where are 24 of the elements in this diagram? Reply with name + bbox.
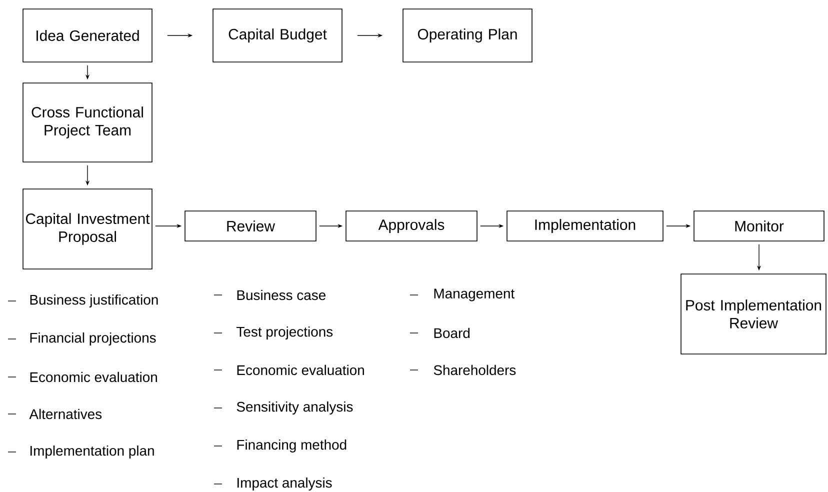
list-item: Economic evaluation [237, 364, 364, 376]
list-item: Shareholders [434, 364, 516, 376]
list-item: Business justification [30, 294, 158, 308]
process-box: Capital Investment Proposal [22, 188, 152, 270]
list-item: Financing method [237, 439, 346, 452]
process-box: Idea Generated [22, 8, 152, 62]
list-item: Test projections [236, 326, 333, 340]
process-box: Implementation [506, 210, 664, 242]
list-item: Board [434, 328, 470, 338]
process-box: Monitor [694, 210, 824, 242]
list-item: Impact analysis [238, 477, 332, 490]
process-box: Post Implementation Review [680, 274, 826, 354]
list-item: Sensitivity analysis [236, 401, 353, 414]
process-box: Cross Functional Project Team [22, 82, 152, 162]
list-item: Management [434, 288, 514, 302]
list-item: Financial projections [30, 332, 156, 346]
list-item: Economic evaluation [30, 372, 157, 382]
process-box: Approvals [346, 210, 478, 242]
list-item: Implementation plan [30, 445, 154, 458]
process-box: Review [184, 210, 316, 242]
process-box: Capital Budget [212, 8, 342, 62]
list-item: Business case [237, 290, 326, 300]
process-box: Operating Plan [402, 8, 532, 62]
list-item: Alternatives [29, 408, 102, 420]
